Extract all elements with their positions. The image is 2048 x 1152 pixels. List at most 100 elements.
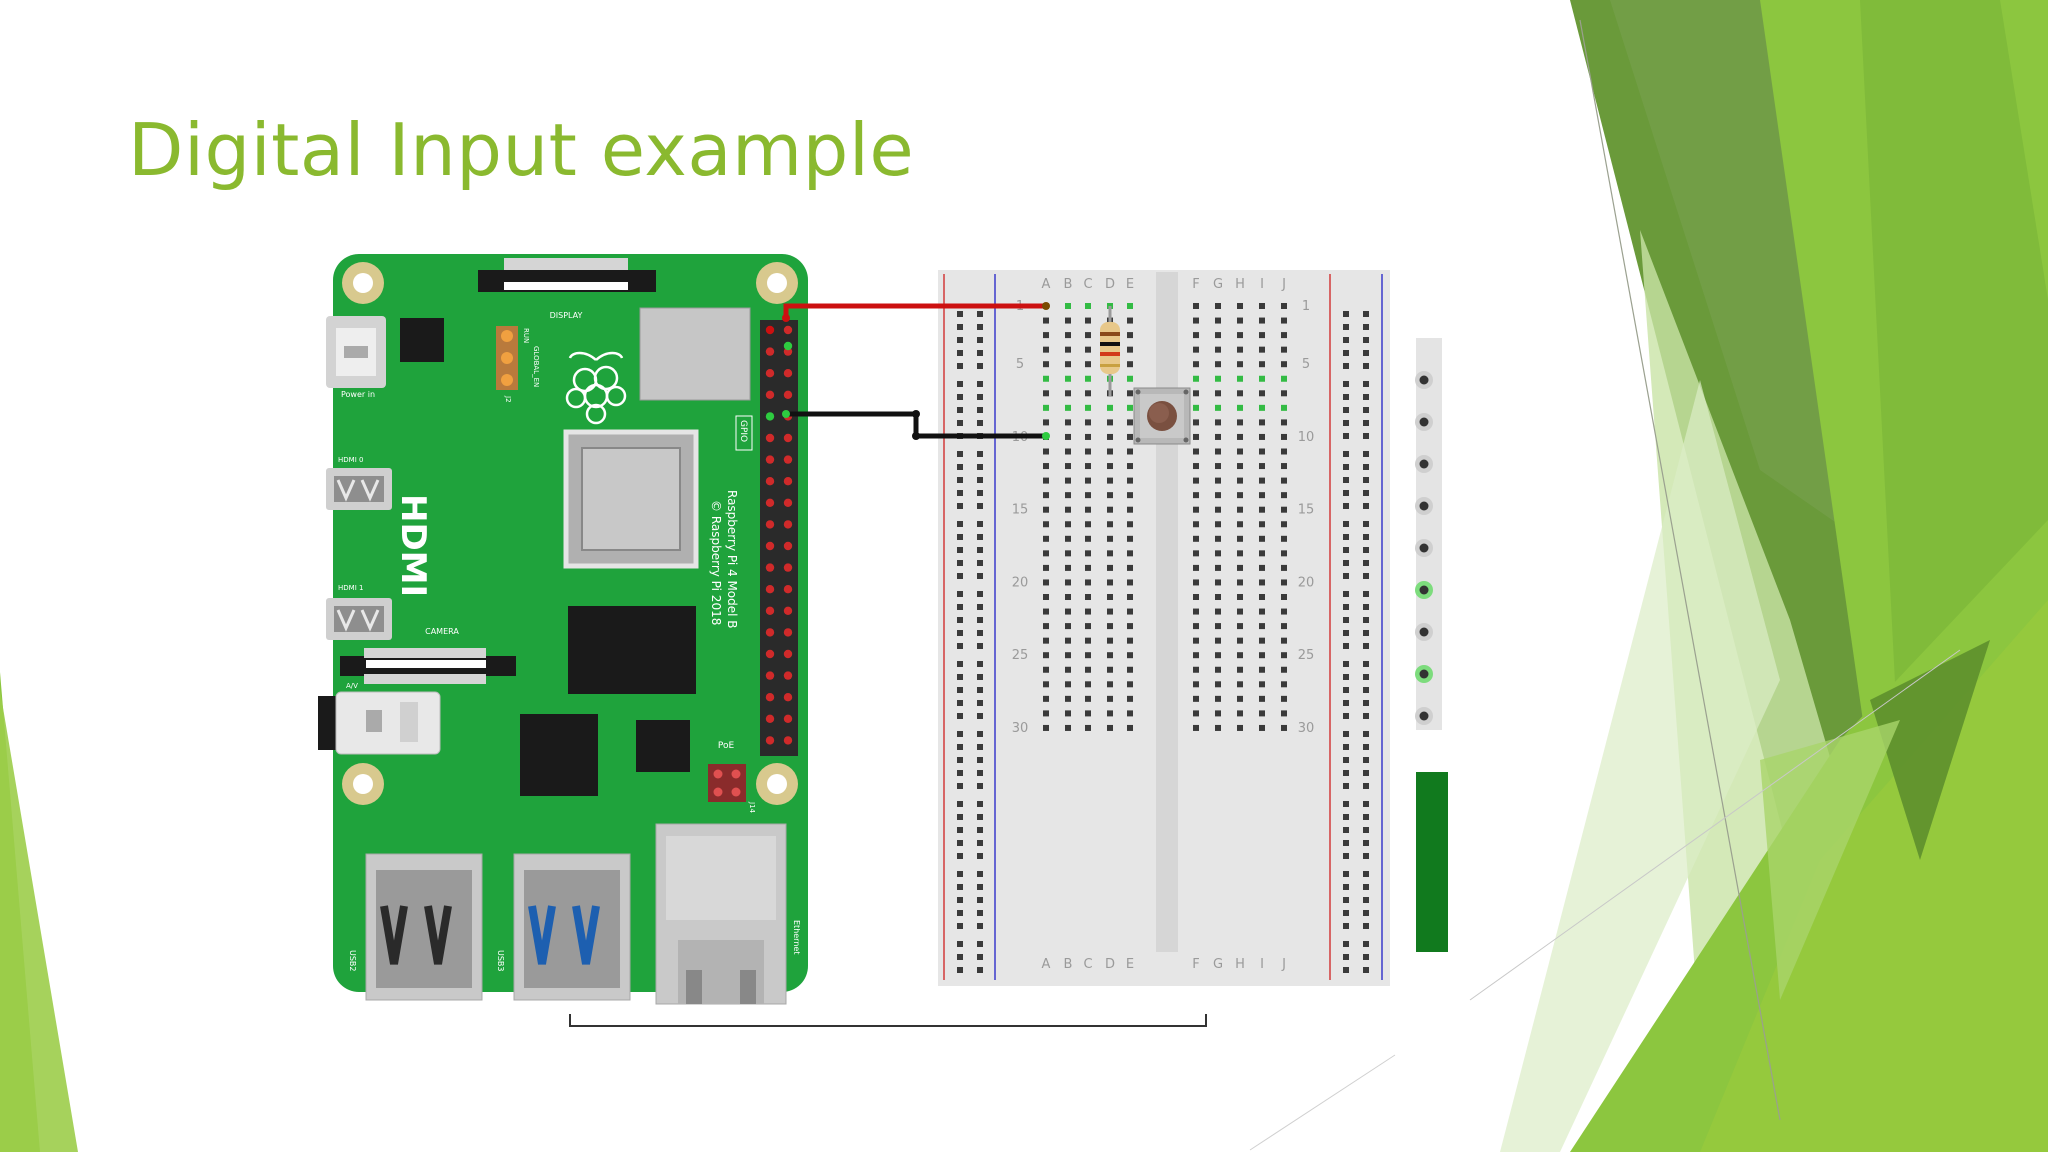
breadboard-hole [1085, 637, 1091, 644]
rail-hole [977, 923, 983, 929]
rail-hole [977, 661, 983, 667]
breadboard-hole [1127, 303, 1133, 309]
gpio-pin-highlight [783, 341, 793, 351]
rail-hole [957, 630, 963, 636]
side-header-strip [1415, 338, 1448, 952]
resistor-icon [1100, 306, 1120, 396]
gpio-pin [765, 585, 775, 594]
breadboard-hole [1215, 390, 1221, 397]
rail-hole [957, 407, 963, 413]
breadboard-hole [1259, 608, 1265, 615]
breadboard-hole [1107, 681, 1113, 688]
breadboard-hole [1043, 361, 1049, 368]
rail-hole [957, 871, 963, 877]
breadboard-hole [1215, 623, 1221, 630]
breadboard-hole [1215, 317, 1221, 324]
rail-hole [1343, 674, 1349, 680]
column-label: C [1083, 957, 1092, 972]
breadboard-hole [1215, 521, 1221, 528]
breadboard-hole [1043, 521, 1049, 528]
breadboard-hole [1259, 404, 1265, 411]
breadboard-hole [1065, 652, 1071, 659]
rail-hole [977, 853, 983, 859]
breadboard-hole [1237, 637, 1243, 644]
breadboard-hole [1043, 419, 1049, 426]
rail-hole [1363, 661, 1369, 667]
column-label: E [1126, 277, 1134, 292]
breadboard-hole [1043, 506, 1049, 513]
rail-hole [957, 324, 963, 330]
breadboard-hole [1193, 463, 1199, 470]
gpio-pin [765, 606, 775, 615]
breadboard-hole [1237, 477, 1243, 484]
mounting-holes [342, 262, 798, 805]
breadboard-hole [1085, 724, 1091, 731]
rail-hole [977, 757, 983, 763]
breadboard-hole [1043, 594, 1049, 600]
breadboard-hole [1085, 681, 1091, 688]
gpio-pin [783, 585, 793, 594]
slide-title: Digital Input example [128, 108, 915, 192]
rail-hole [977, 350, 983, 356]
rail-hole [977, 713, 983, 719]
rail-hole [977, 687, 983, 693]
rail-hole [957, 783, 963, 789]
rail-hole [977, 744, 983, 750]
breadboard-hole [1085, 448, 1091, 455]
deco-right-bright [1700, 600, 2048, 1152]
breadboard-hole [1127, 681, 1133, 688]
rail-hole [1363, 503, 1369, 509]
breadboard-hole [1107, 448, 1113, 455]
rail-hole [977, 560, 983, 566]
breadboard-hole [1281, 463, 1287, 470]
rail-hole [977, 521, 983, 527]
rail-hole [1363, 560, 1369, 566]
rail-hole [1343, 451, 1349, 457]
breadboard-hole [1107, 666, 1113, 673]
rail-hole [957, 757, 963, 763]
chip-3 [636, 720, 690, 772]
rail-hole [1343, 713, 1349, 719]
rail-hole [977, 394, 983, 400]
j2-label: J2 [504, 395, 512, 403]
rail-hole [1363, 547, 1369, 553]
breadboard-hole [1259, 332, 1265, 339]
breadboard-hole [1281, 448, 1287, 455]
rail-hole [977, 477, 983, 483]
rail-hole [977, 617, 983, 623]
rail-hole [1343, 731, 1349, 737]
rail-hole [1343, 827, 1349, 833]
side-pin-hole [1419, 585, 1429, 595]
deco-line-2 [1469, 649, 1961, 1001]
rail-hole [1343, 560, 1349, 566]
column-label: A [1042, 277, 1051, 292]
rail-hole [1343, 521, 1349, 527]
breadboard-hole [1043, 375, 1049, 382]
breadboard-hole [1065, 506, 1071, 513]
breadboard-hole [1237, 608, 1243, 615]
chip-2 [520, 714, 598, 796]
breadboard-hole [1215, 695, 1221, 702]
rail-hole [977, 801, 983, 807]
rail-hole [957, 503, 963, 509]
breadboard-hole [1281, 390, 1287, 397]
breadboard-hole [1065, 666, 1071, 673]
rail-hole [957, 617, 963, 623]
gpio-pin [765, 649, 775, 659]
rail-hole [1363, 363, 1369, 369]
breadboard-hole [1065, 564, 1071, 571]
breadboard-hole [1259, 506, 1265, 513]
breadboard-hole [1237, 404, 1243, 411]
rail-hole [957, 490, 963, 496]
breadboard-hole [1085, 492, 1091, 499]
gpio-pin [783, 369, 793, 378]
column-label: G [1213, 957, 1223, 972]
hdmi0-port [326, 468, 392, 510]
breadboard-hole [1127, 695, 1133, 702]
breadboard-hole [1127, 433, 1133, 440]
side-pin-hole [1419, 459, 1429, 469]
breadboard-hole [1085, 506, 1091, 513]
gpio-pin [783, 455, 793, 464]
breadboard-hole [1193, 361, 1199, 368]
